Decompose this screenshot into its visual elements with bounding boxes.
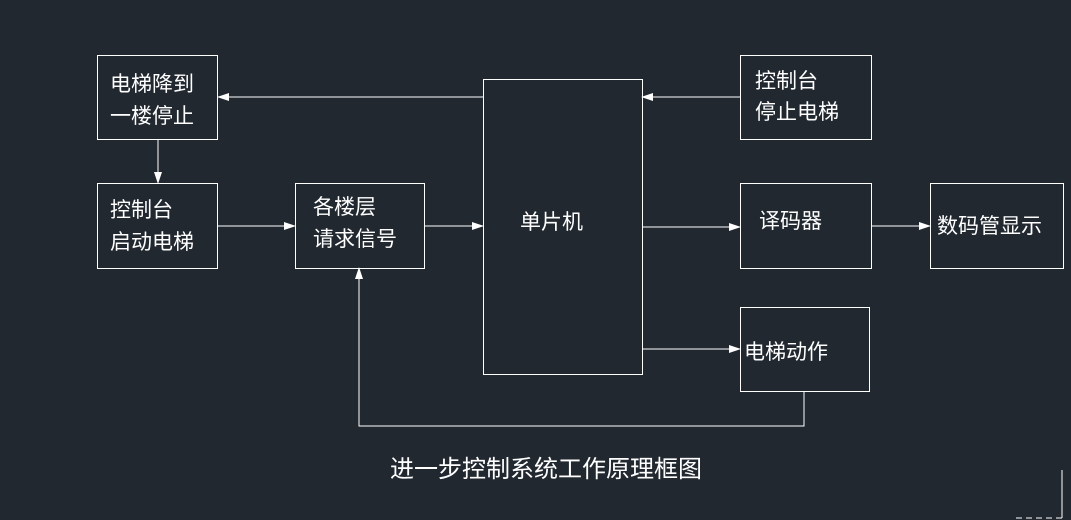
console-stop-line1: 控制台	[755, 69, 818, 93]
decoder-label: 译码器	[759, 209, 822, 233]
box-elevator-action: 电梯动作	[740, 307, 870, 392]
arrow-elevator-action-feedback	[355, 267, 805, 427]
floor-request-line2: 请求信号	[313, 227, 397, 251]
console-stop-line2: 停止电梯	[755, 100, 839, 124]
elevator-down-line1: 电梯降到	[110, 72, 194, 96]
box-console-start: 控制台 启动电梯	[97, 183, 218, 269]
floor-request-line1: 各楼层	[313, 195, 376, 219]
box-console-stop: 控制台 停止电梯	[740, 55, 872, 140]
display-label: 数码管显示	[937, 214, 1042, 238]
diagram-caption: 进一步控制系统工作原理框图	[390, 455, 702, 483]
box-floor-request: 各楼层 请求信号	[295, 183, 425, 269]
corner-mark	[1016, 470, 1063, 519]
console-start-line2: 启动电梯	[110, 230, 194, 254]
elevator-down-line2: 一楼停止	[110, 104, 194, 128]
console-start-line1: 控制台	[110, 198, 173, 222]
box-mcu: 单片机	[483, 79, 643, 375]
box-display: 数码管显示	[930, 183, 1064, 269]
box-elevator-down: 电梯降到 一楼停止	[97, 55, 218, 140]
elevator-action-label: 电梯动作	[744, 340, 828, 364]
mcu-label: 单片机	[520, 210, 583, 234]
box-decoder: 译码器	[740, 183, 872, 269]
